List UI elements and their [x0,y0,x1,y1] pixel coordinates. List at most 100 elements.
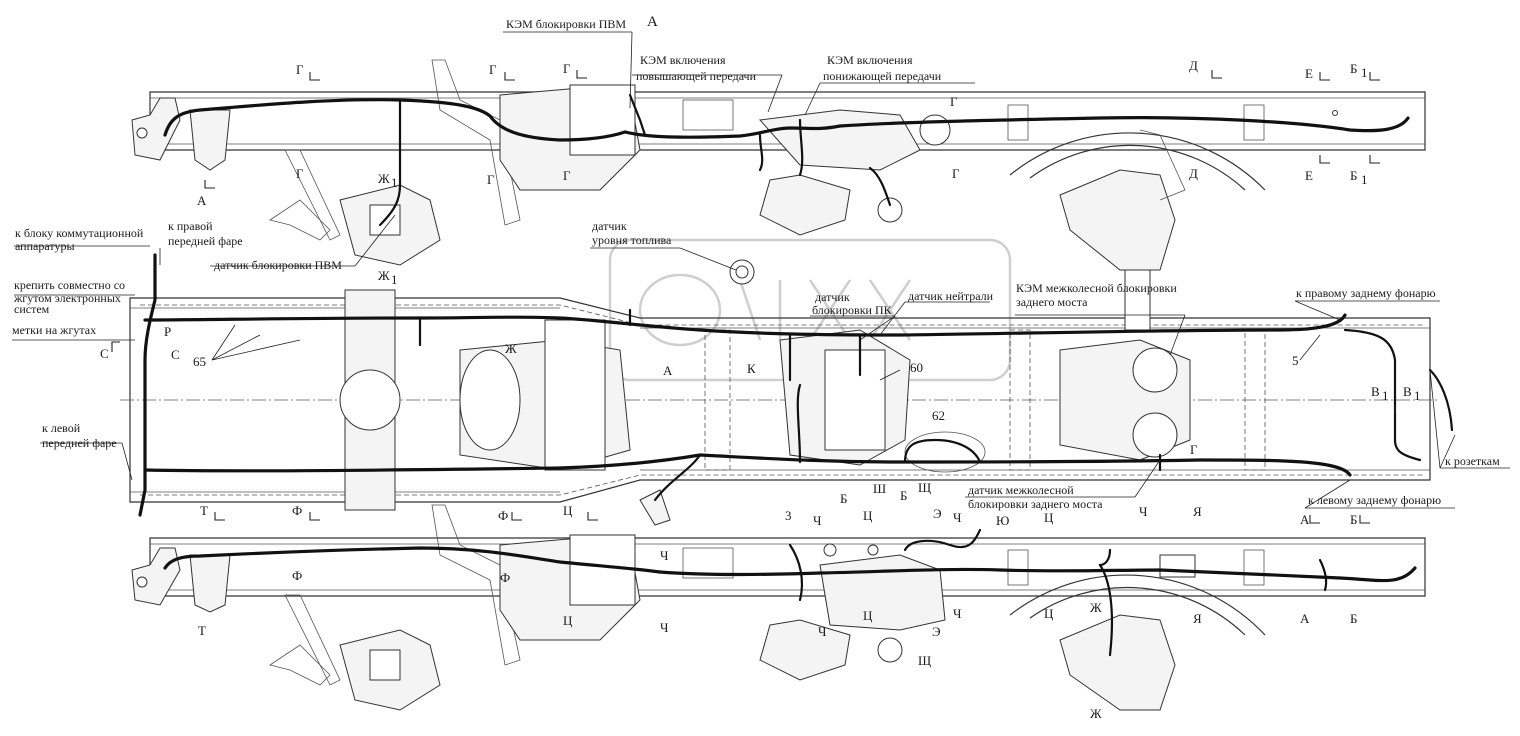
kem-up-label-2: повышающей передачи [636,69,757,83]
section-mark: Г [563,168,571,183]
section-mark: Ч [953,606,962,621]
to-sockets-label: к розеткам [1445,454,1500,468]
section-mark-sub: 1 [391,272,398,287]
section-mark: Я [1193,611,1202,626]
section-mark: Б [1350,611,1357,626]
section-mark: Д [1189,166,1198,181]
section-mark: Т [200,503,208,518]
section-mark-sub: 1 [1361,172,1368,187]
axle-sensor-label-1: датчик межколесной [968,483,1074,497]
section-mark: Ж [1090,600,1102,615]
section-mark: Б [1350,512,1357,527]
kem-up-label-1: КЭМ включения [640,53,726,67]
section-mark: Т [198,623,206,638]
section-mark-sub: 1 [1382,388,1389,403]
section-mark: Я [1193,504,1202,519]
section-mark: Ж [378,171,390,186]
section-mark: Э [933,506,942,521]
section-mark: С [100,346,109,361]
section-mark: Ф [292,568,302,583]
section-mark: Щ [918,653,931,668]
section-mark: Ж [505,341,517,356]
kem-axle-label-2: заднего моста [1016,295,1088,309]
lower-harness [163,528,1417,657]
to-right-rear-lamp-label: к правому заднему фонарю [1296,286,1436,300]
section-mark: Ч [660,620,669,635]
section-mark: Ж [378,268,390,283]
callout-3: 3 [785,508,792,523]
section-mark: Ц [863,608,873,623]
upper-harness [163,93,1410,227]
section-mark: Щ [918,480,931,495]
section-letters: А Г Г Г Г Г Г Г Г Д Д Е Е Б 1 Б 1 Ж 1 Ж … [100,58,1421,721]
section-mark: А [1300,512,1310,527]
section-mark: Б [840,491,847,506]
section-mark-sub: 1 [1361,65,1368,80]
kem-pvm-label: КЭМ блокировки ПВМ [506,17,626,31]
section-mark: Ф [500,570,510,585]
callout-5: 5 [1292,353,1299,368]
pk-sensor-label-2: блокировки ПК [812,303,893,317]
to-left-rear-lamp-label: к левому заднему фонарю [1308,493,1441,507]
section-mark: Б [1350,168,1357,183]
section-mark: Ф [292,503,302,518]
section-mark: Д [1189,58,1198,73]
section-mark: Ц [563,503,573,518]
to-switch-label-1: к блоку коммутационной [15,226,144,240]
section-mark: Г [296,62,304,77]
section-mark: В [1403,384,1412,399]
section-mark: Г [489,62,497,77]
to-right-head-label-2: передней фаре [168,234,243,248]
section-mark: Ч [660,548,669,563]
section-mark: Ч [953,510,962,525]
to-right-head-label-1: к правой [168,219,213,233]
neutral-sensor-label: датчик нейтрали [908,289,994,303]
section-mark: Ч [818,624,827,639]
section-cut-marks [111,70,1396,524]
kem-down-label-2: понижающей передачи [823,69,942,83]
fix-together-label-2: жгутом электронных [13,291,121,305]
middle-harness [138,253,1454,517]
callout-62: 62 [932,408,945,423]
fix-together-label-3: систем [14,302,50,316]
upper-drive-parts [269,129,1186,271]
section-mark: Ц [1044,510,1054,525]
section-mark: В [1371,384,1380,399]
kem-down-label-1: КЭМ включения [827,53,913,67]
leader-lines [12,31,1510,509]
lower-drive-parts [269,594,1176,711]
section-mark: Г [563,61,571,76]
section-mark: Г [1190,442,1198,457]
callout-65: 65 [193,354,206,369]
section-mark: Ч [813,513,822,528]
section-mark: А [1300,611,1310,626]
section-mark: Г [950,94,958,109]
section-mark: Г [296,166,304,181]
fuel-sensor-label-2: уровня топлива [592,233,672,247]
section-mark: Э [932,624,941,639]
section-mark: Ж [1090,706,1102,721]
pk-sensor-label-1: датчик [815,290,850,304]
section-mark: Г [952,166,960,181]
callout-60: 60 [910,360,923,375]
section-mark: Ю [996,513,1009,528]
to-left-head-label-2: передней фаре [42,436,117,450]
section-mark: С [171,347,180,362]
section-mark: Е [1305,168,1313,183]
section-mark: Г [487,172,495,187]
pvm-sensor-label: датчик блокировки ПВМ [214,258,342,272]
fix-together-label-1: крепить совместно со [14,278,125,292]
harness-marks-label: метки на жгутах [12,323,96,337]
view-a-title: А [647,14,658,30]
section-mark: А [197,193,207,208]
to-switch-label-2: аппаратуры [15,239,75,253]
section-mark: Ч [1139,504,1148,519]
section-mark: Ш [873,481,886,496]
section-mark: Е [1305,66,1313,81]
section-mark: Б [900,488,907,503]
middle-frame-plan [120,259,1440,526]
kem-axle-label-1: КЭМ межколесной блокировки [1016,281,1177,295]
fuel-sensor-label-1: датчик [592,219,627,233]
section-mark: Ф [498,508,508,523]
